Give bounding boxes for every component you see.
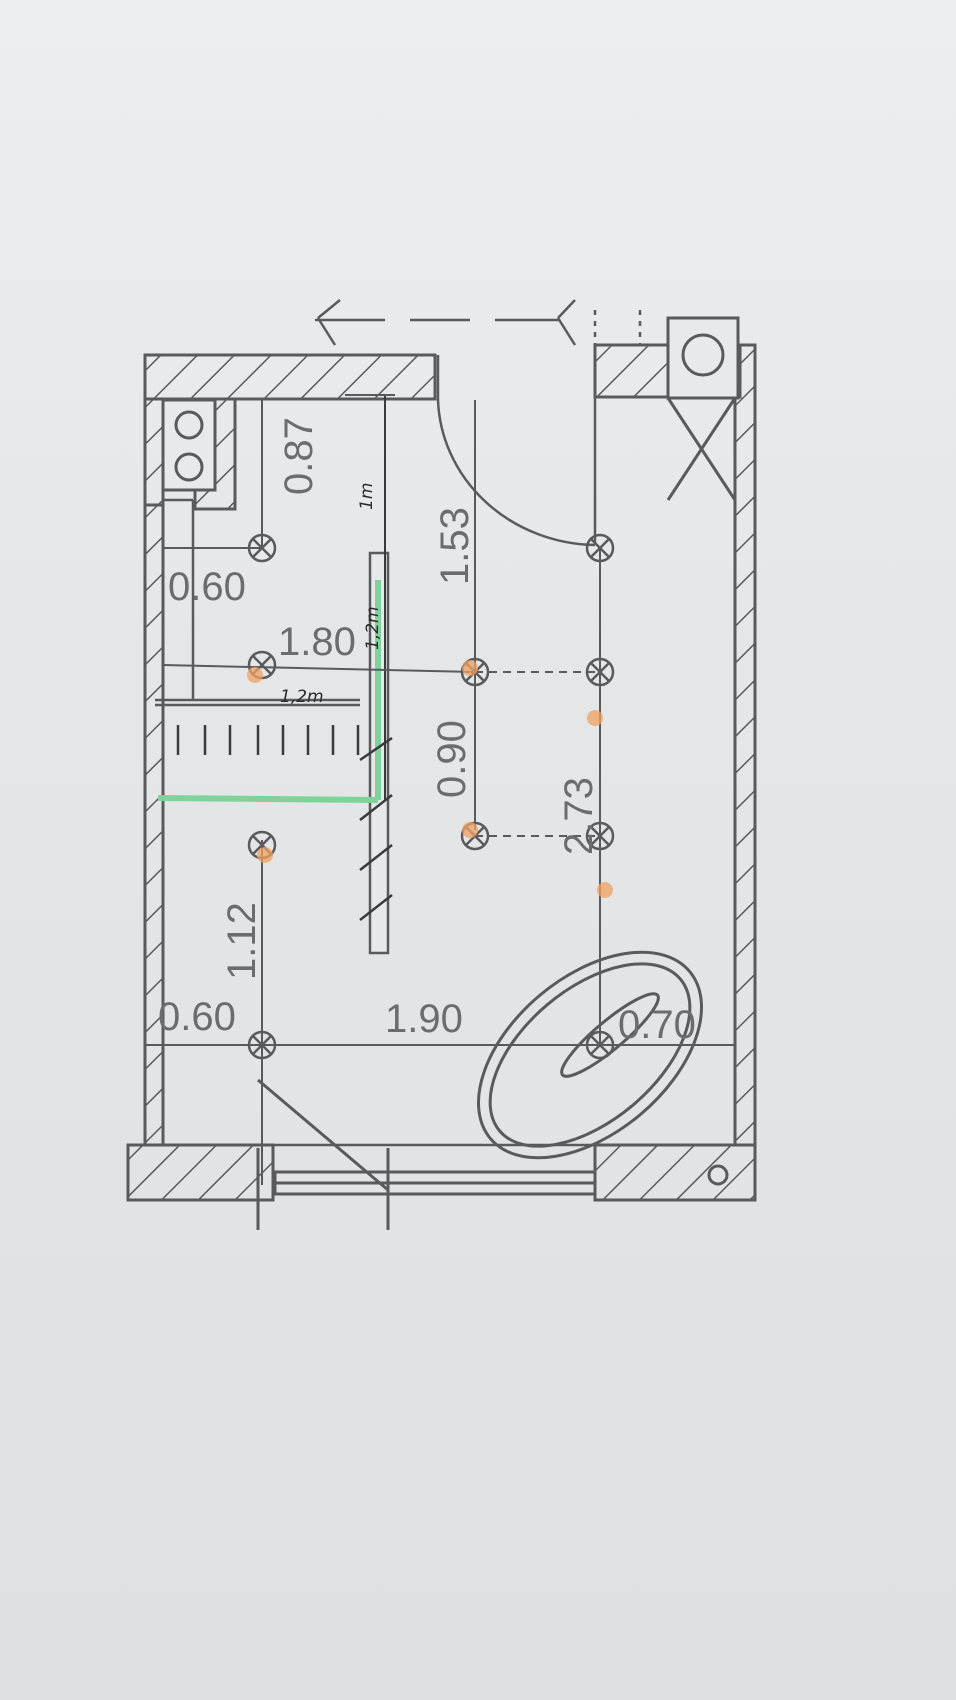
- note-1m: 1m: [357, 483, 377, 510]
- dim-1-90: 1.90: [385, 997, 463, 1041]
- green-highlight: [157, 580, 381, 803]
- room-outline: [161, 397, 737, 1147]
- orange-markers: [247, 660, 613, 898]
- dim-0-60-top: 0.60: [168, 565, 246, 609]
- note-1-2m-horizontal: 1,2m: [280, 687, 324, 707]
- dim-0-70: 0.70: [618, 1003, 696, 1047]
- dim-0-87: 0.87: [277, 417, 321, 495]
- dim-1-53: 1.53: [433, 507, 477, 585]
- outlet-9: [247, 1030, 277, 1060]
- hand-drawn-hatch: [176, 395, 393, 921]
- wall-top-left: [143, 353, 437, 401]
- wall-left-upper: [143, 397, 165, 507]
- dim-1-80: 1.80: [278, 620, 356, 664]
- outlet-7: [585, 533, 615, 563]
- dim-0-60-bottom: 0.60: [158, 995, 236, 1039]
- wall-bottom-left: [126, 1143, 275, 1202]
- outlet-4: [585, 657, 615, 687]
- wall-bottom-right: [593, 1143, 757, 1202]
- dim-2-73: 2.73: [557, 777, 601, 855]
- dim-0-90: 0.90: [430, 720, 474, 798]
- dim-1-12: 1.12: [220, 902, 264, 980]
- outlet-6: [585, 821, 615, 851]
- outlet-10: [585, 1030, 615, 1060]
- wall-right: [733, 343, 757, 1147]
- appliance-top-left: [161, 398, 217, 492]
- wall-left: [143, 503, 165, 1147]
- outlet-1: [247, 533, 277, 563]
- door-top: [315, 299, 642, 547]
- note-1-2m-vertical: 1,2m: [363, 606, 383, 650]
- door-bottom: [256, 1078, 729, 1230]
- dimension-lines: [145, 394, 735, 1185]
- appliance-top-right: [666, 316, 740, 501]
- outlet-symbols: [247, 533, 615, 1060]
